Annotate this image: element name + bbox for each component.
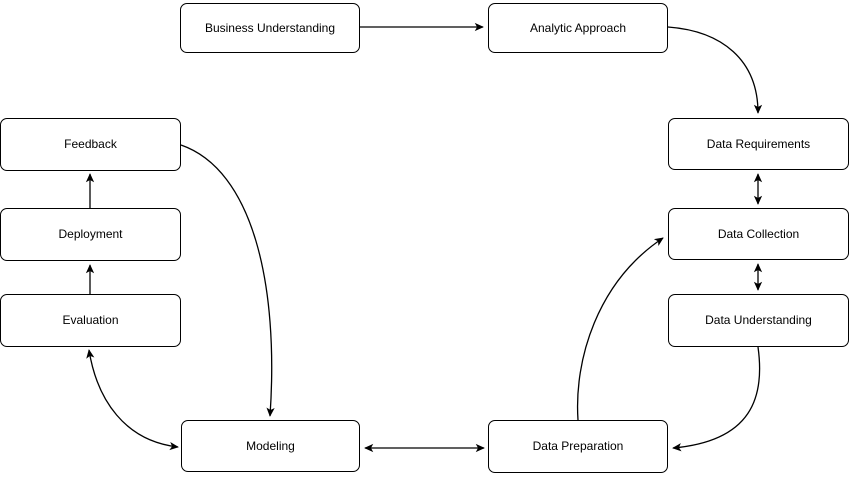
node-label: Modeling <box>246 438 295 453</box>
node-label: Data Collection <box>717 226 800 241</box>
node-feedback: Feedback <box>0 118 181 171</box>
node-analytic-approach: Analytic Approach <box>488 3 668 53</box>
edge-data-understanding-to-data-preparation <box>672 346 761 452</box>
node-label: Business Understanding <box>204 20 336 35</box>
edge-analytic-approach-to-data-requirements <box>667 26 763 114</box>
node-modeling: Modeling <box>181 420 360 472</box>
node-data-requirements: Data Requirements <box>668 118 849 170</box>
node-data-collection: Data Collection <box>668 208 849 260</box>
node-label: Evaluation <box>62 313 119 328</box>
node-business-understanding: Business Understanding <box>180 3 360 53</box>
node-evaluation: Evaluation <box>0 294 181 347</box>
node-label: Data Requirements <box>706 136 811 151</box>
edge-modeling-to-evaluation <box>86 349 179 451</box>
node-label: Deployment <box>58 227 123 242</box>
node-label: Data Preparation <box>532 439 624 454</box>
edge-data-preparation-to-data-collection <box>576 237 664 421</box>
node-label: Feedback <box>64 137 117 152</box>
node-deployment: Deployment <box>0 208 181 261</box>
node-data-preparation: Data Preparation <box>488 420 668 473</box>
node-label: Analytic Approach <box>529 20 627 35</box>
node-data-understanding: Data Understanding <box>668 294 849 347</box>
node-label: Data Understanding <box>705 313 812 328</box>
edge-feedback-to-modeling <box>180 144 275 417</box>
